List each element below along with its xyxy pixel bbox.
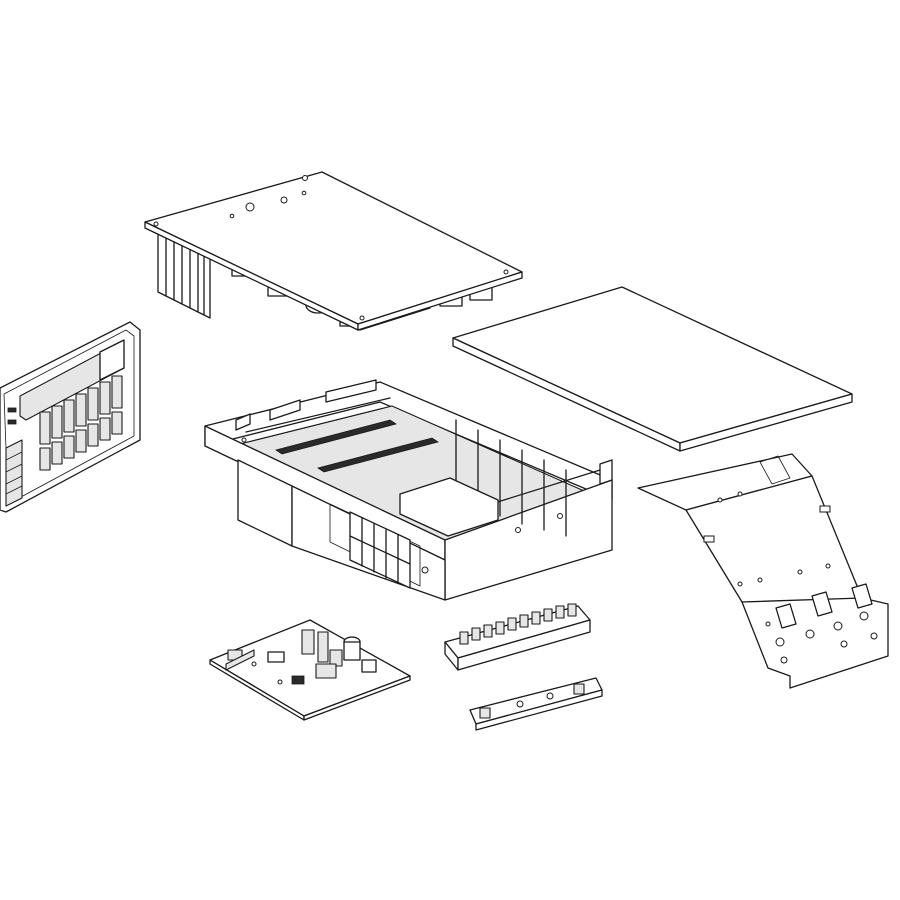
bracket-holes <box>703 491 878 664</box>
small-terminal-strip <box>469 677 603 731</box>
terminal-block <box>444 603 591 671</box>
small-relays <box>39 375 123 471</box>
control-pcb <box>209 619 411 721</box>
cover-side-edge <box>679 393 853 452</box>
housing-chassis <box>204 379 613 601</box>
terminal-block-cells <box>459 603 577 645</box>
pcb-mounting-holes <box>153 175 509 321</box>
side-relay-board <box>0 321 141 513</box>
control-pcb-components <box>225 629 377 685</box>
chassis-rails <box>245 397 601 521</box>
front-grille <box>349 511 411 589</box>
mounting-bracket <box>637 453 889 689</box>
bracket-main-plate <box>685 475 889 689</box>
main-pcb-heatsink <box>144 171 523 331</box>
cover-panel <box>452 286 853 452</box>
